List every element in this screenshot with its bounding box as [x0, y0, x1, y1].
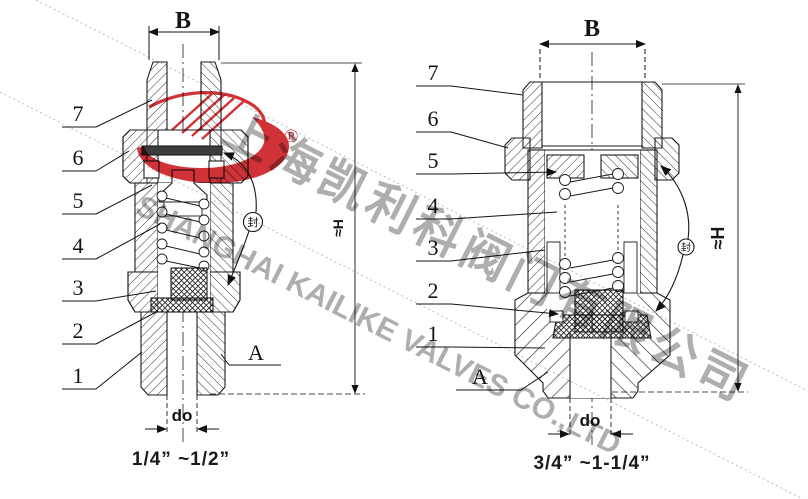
left-seal-core	[170, 267, 208, 301]
right-part-callouts	[416, 85, 559, 391]
right-part-label-6: 6	[428, 106, 439, 131]
right-seal-detail-marker	[655, 165, 695, 312]
right-body-wall	[639, 149, 658, 294]
left-part-label-2: 2	[73, 318, 84, 343]
left-valve-dimensions	[145, 26, 365, 433]
right-seat-ring	[624, 310, 639, 323]
left-part-label-4: 4	[73, 233, 84, 258]
right-nut-wing	[654, 137, 680, 181]
left-dim-b-label: B	[175, 8, 191, 34]
left-part-label-5: 5	[73, 188, 84, 213]
right-valve-drawing	[504, 52, 680, 445]
left-seal-flange	[150, 297, 214, 313]
left-stem-wall	[196, 311, 226, 396]
left-stem-wall	[140, 311, 168, 396]
right-seal-marker-label: 封	[681, 241, 691, 254]
right-nut-wing	[504, 137, 531, 181]
logo-speed-stripes	[171, 91, 245, 140]
right-part-label-7: 7	[428, 60, 439, 85]
left-part-label-1: 1	[73, 363, 84, 388]
right-part-label-5: 5	[428, 148, 439, 173]
right-part-label-2: 2	[428, 278, 439, 303]
watermark-border-line	[35, 0, 808, 392]
left-gasket	[141, 145, 223, 156]
logo-crescent	[137, 117, 290, 184]
right-cage-shoulder	[546, 241, 561, 294]
left-spring	[156, 190, 210, 272]
left-dim-h-label: ≈H	[330, 219, 346, 237]
left-label-a: A	[248, 340, 264, 365]
right-spring	[559, 168, 624, 298]
right-dim-do-label: do	[580, 411, 601, 430]
left-seal-marker-label: 封	[248, 215, 259, 229]
right-part-label-1: 1	[428, 321, 439, 346]
left-dim-do-label: do	[172, 406, 193, 425]
left-part-callouts	[62, 99, 281, 390]
right-dim-b-label: B	[584, 16, 600, 42]
left-part-label-3: 3	[73, 275, 84, 300]
left-hex-hatch	[209, 271, 241, 313]
right-cage-shoulder	[623, 241, 638, 294]
right-part-label-3: 3	[428, 235, 439, 260]
right-dim-h-label: ≈H	[708, 227, 728, 250]
left-size-range: 1/4” ~1/2”	[132, 449, 230, 470]
left-top-fitting-wall	[146, 61, 168, 131]
right-valve-dimensions	[539, 40, 748, 438]
left-part-label-6: 6	[73, 145, 84, 170]
left-part-label-7: 7	[73, 101, 84, 126]
right-part-label-4: 4	[428, 193, 439, 218]
right-size-range: 3/4” ~1-1/4”	[533, 453, 650, 474]
watermark-border-line	[0, 91, 804, 499]
right-label-a: A	[472, 364, 488, 389]
